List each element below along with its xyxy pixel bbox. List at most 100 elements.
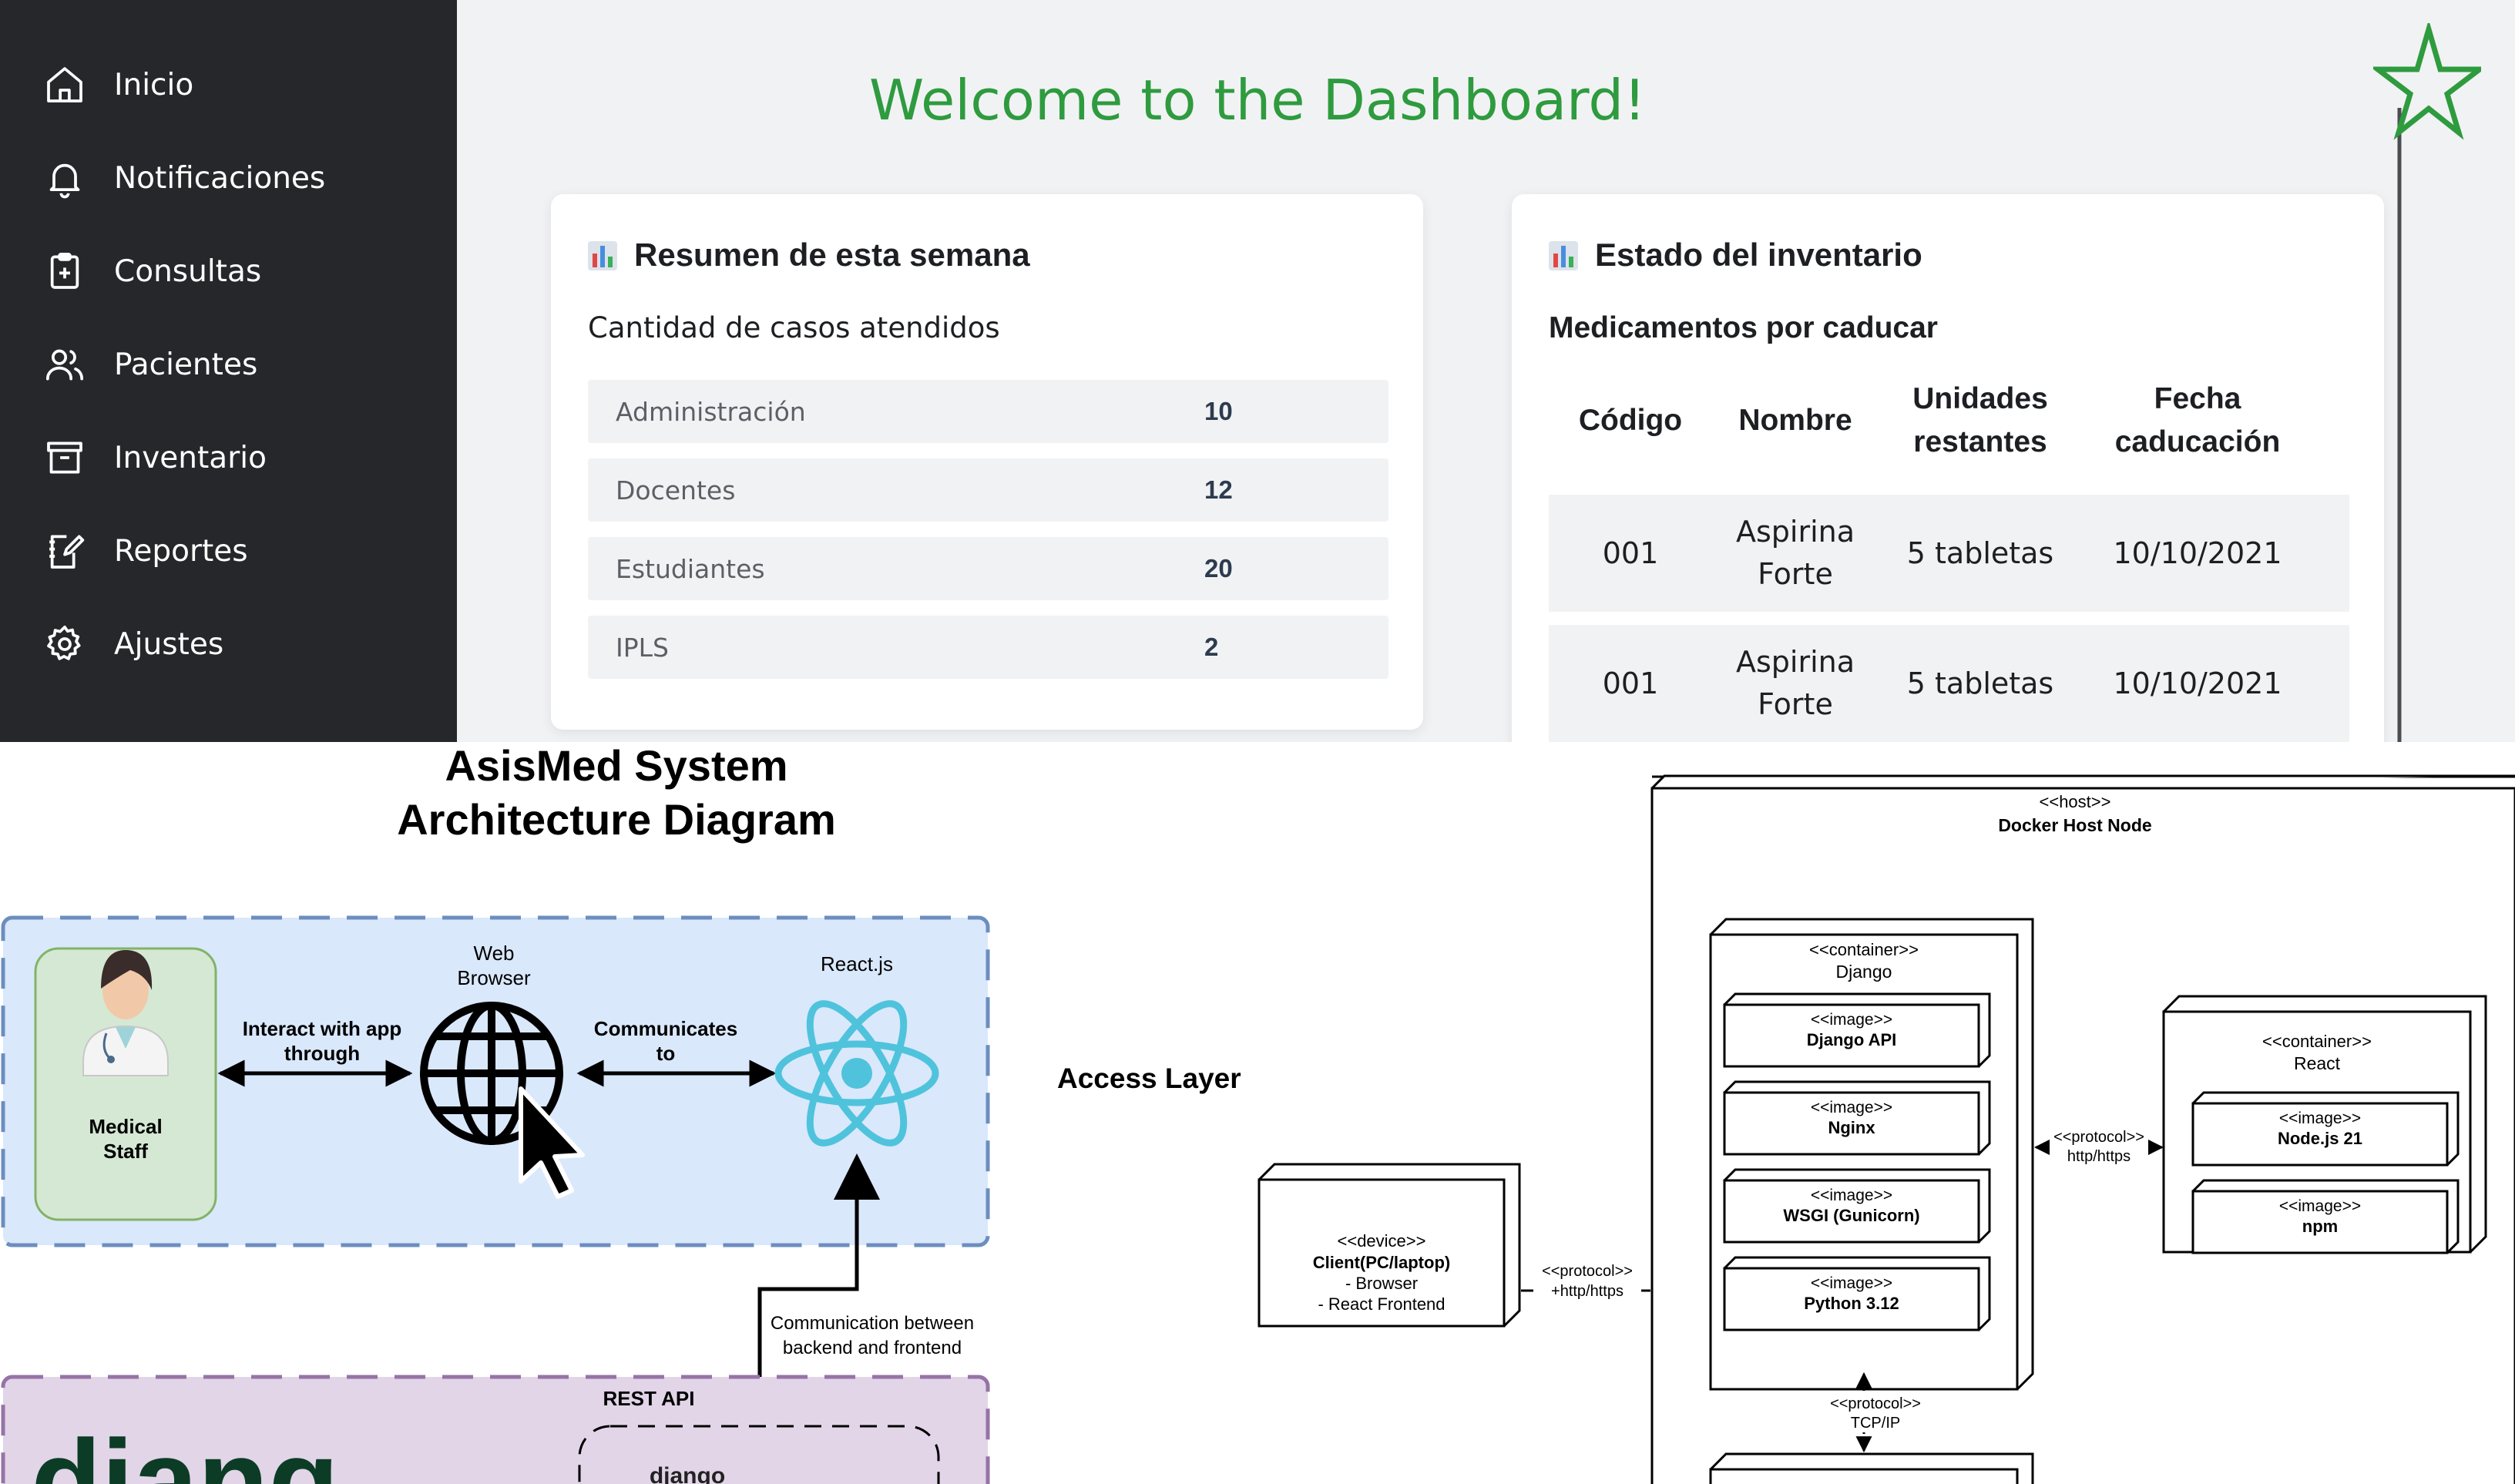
interact-label-line2: through	[284, 1042, 360, 1065]
client-protocol-bg	[1533, 1258, 1641, 1306]
sidebar-item-label: Ajustes	[114, 626, 224, 662]
react-container-stereotype: <<container>>	[2262, 1032, 2372, 1051]
django-container-name: Django	[1836, 962, 1892, 982]
image-box: <<image>> WSGI (Gunicorn)	[1723, 1168, 1991, 1244]
sidebar-item-inventario[interactable]: Inventario	[0, 419, 457, 496]
image-box: <<image>> Nginx	[1723, 1080, 1991, 1156]
date-cell: 10/10/2021	[2113, 536, 2282, 570]
image-stereotype: <<image>>	[1811, 1099, 1892, 1116]
sidebar-item-label: Notificaciones	[114, 160, 326, 196]
expiring-subtitle: Medicamentos por caducar	[1549, 311, 1938, 344]
image-name: WSGI (Gunicorn)	[1783, 1206, 1919, 1225]
table-row: IPLS 2	[588, 616, 1388, 679]
client-label-line3: - React Frontend	[1318, 1294, 1445, 1314]
diagram-title-line1: AsisMed System	[445, 742, 787, 790]
browser-label-line2: Browser	[457, 966, 531, 989]
doctor-avatar-icon	[82, 950, 169, 1076]
bar-chart-icon	[1549, 241, 1578, 270]
tcp-label-bg	[1818, 1391, 1926, 1432]
django-logo-text: djang	[31, 1415, 339, 1484]
star-icon	[2369, 19, 2488, 742]
image-stereotype: <<image>>	[1811, 1274, 1892, 1292]
interact-label-line1: Interact with app	[243, 1017, 402, 1040]
client-device-box	[1258, 1163, 1521, 1328]
image-stereotype: <<image>>	[2279, 1110, 2361, 1127]
column-header-fecha: Fecha caducación	[2114, 382, 2281, 458]
case-category: Administración	[616, 397, 806, 427]
sidebar-item-notificaciones[interactable]: Notificaciones	[0, 139, 457, 217]
tcp-protocol-label: TCP/IP	[1851, 1415, 1900, 1432]
weekly-summary-card: Resumen de esta semana Cantidad de casos…	[551, 194, 1423, 730]
case-category: Docentes	[616, 475, 736, 505]
sidebar-item-inicio[interactable]: Inicio	[0, 46, 457, 123]
code-cell: 001	[1602, 536, 1659, 570]
medical-staff-box	[34, 947, 217, 1221]
comm-label-line1: Communication between	[771, 1313, 974, 1334]
bell-icon	[49, 163, 80, 199]
case-category: IPLS	[616, 633, 669, 663]
table-row: Estudiantes 20	[588, 537, 1388, 600]
case-count: 10	[1204, 397, 1233, 425]
card-title: Resumen de esta semana	[588, 237, 1030, 274]
communicates-label-line2: to	[656, 1042, 676, 1065]
sidebar-item-label: Pacientes	[114, 347, 258, 382]
archive-icon	[47, 442, 82, 474]
client-label-line2: - Browser	[1345, 1274, 1418, 1293]
cases-subtitle: Cantidad de casos atendidos	[588, 311, 1000, 344]
image-box: <<image>> npm	[2191, 1179, 2460, 1254]
column-header-codigo: Código	[1578, 404, 1683, 437]
comm-label-line2: backend and frontend	[783, 1338, 962, 1358]
card-title: Estado del inventario	[1549, 237, 1922, 274]
image-name: npm	[2302, 1217, 2338, 1236]
units-cell: 5 tabletas	[1906, 536, 2054, 570]
units-cell: 5 tabletas	[1906, 666, 2054, 700]
image-box: <<image>>Node.js 21	[2191, 1091, 2460, 1167]
image-box: <<image>>Python 3.12	[1723, 1256, 1991, 1331]
sidebar-item-label: Consultas	[114, 253, 262, 289]
protocol-label-bg	[2050, 1127, 2148, 1166]
django-api-box	[578, 1425, 940, 1484]
weekly-summary-title: Resumen de esta semana	[634, 237, 1030, 273]
rest-api-label: REST API	[603, 1387, 695, 1410]
sidebar-item-label: Inventario	[114, 440, 267, 475]
image-stereotype: <<image>>	[2279, 1197, 2361, 1215]
inventory-card: Estado del inventario Medicamentos por c…	[1512, 194, 2384, 742]
table-row: Administración 10	[588, 380, 1388, 443]
backend-layer-frame	[1, 1375, 990, 1484]
staff-label-line2: Staff	[103, 1140, 148, 1163]
case-count: 12	[1204, 475, 1233, 504]
access-layer-label: Access Layer	[1057, 1063, 1241, 1094]
sidebar-item-label: Reportes	[114, 533, 248, 569]
image-box: <<image>>Django API	[1723, 992, 1991, 1068]
react-label: React.js	[821, 952, 893, 975]
tcp-protocol-stereotype: <<protocol>>	[1830, 1395, 1921, 1412]
star-decoration	[2369, 19, 2488, 742]
code-cell: 001	[1602, 666, 1659, 700]
communicates-label-line1: Communicates	[594, 1017, 737, 1040]
database-container-box	[1709, 1452, 2034, 1484]
host-name: Docker Host Node	[1998, 815, 2151, 835]
diagram-canvas: AsisMed System Architecture Diagram Medi…	[1, 742, 2515, 1484]
table-row: Docentes 12	[588, 458, 1388, 522]
inventory-title: Estado del inventario	[1595, 237, 1922, 273]
image-name: Nginx	[1828, 1118, 1875, 1137]
sidebar-item-reportes[interactable]: Reportes	[0, 512, 457, 589]
sidebar: Inicio Notificaciones Consultas Paciente…	[0, 0, 457, 742]
architecture-diagram: AsisMed System Architecture Diagram Medi…	[0, 742, 2515, 1484]
case-count: 20	[1204, 554, 1233, 583]
dashboard-screen: Inicio Notificaciones Consultas Paciente…	[0, 0, 2515, 742]
case-category: Estudiantes	[616, 554, 765, 584]
image-stereotype: <<image>>	[1811, 1187, 1892, 1204]
react-logo-icon	[774, 1000, 939, 1147]
sidebar-item-label: Inicio	[114, 67, 194, 102]
column-header-nombre: Nombre	[1738, 404, 1852, 437]
diagram-title-line2: Architecture Diagram	[397, 795, 836, 844]
sidebar-item-consultas[interactable]: Consultas	[0, 233, 457, 310]
report-edit-icon	[49, 535, 85, 569]
home-icon	[47, 67, 82, 102]
sidebar-item-ajustes[interactable]: Ajustes	[0, 606, 457, 683]
host-stereotype: <<host>>	[2040, 792, 2111, 811]
sidebar-item-pacientes[interactable]: Pacientes	[0, 326, 457, 403]
users-icon	[45, 349, 84, 381]
django-label: django	[650, 1463, 725, 1484]
